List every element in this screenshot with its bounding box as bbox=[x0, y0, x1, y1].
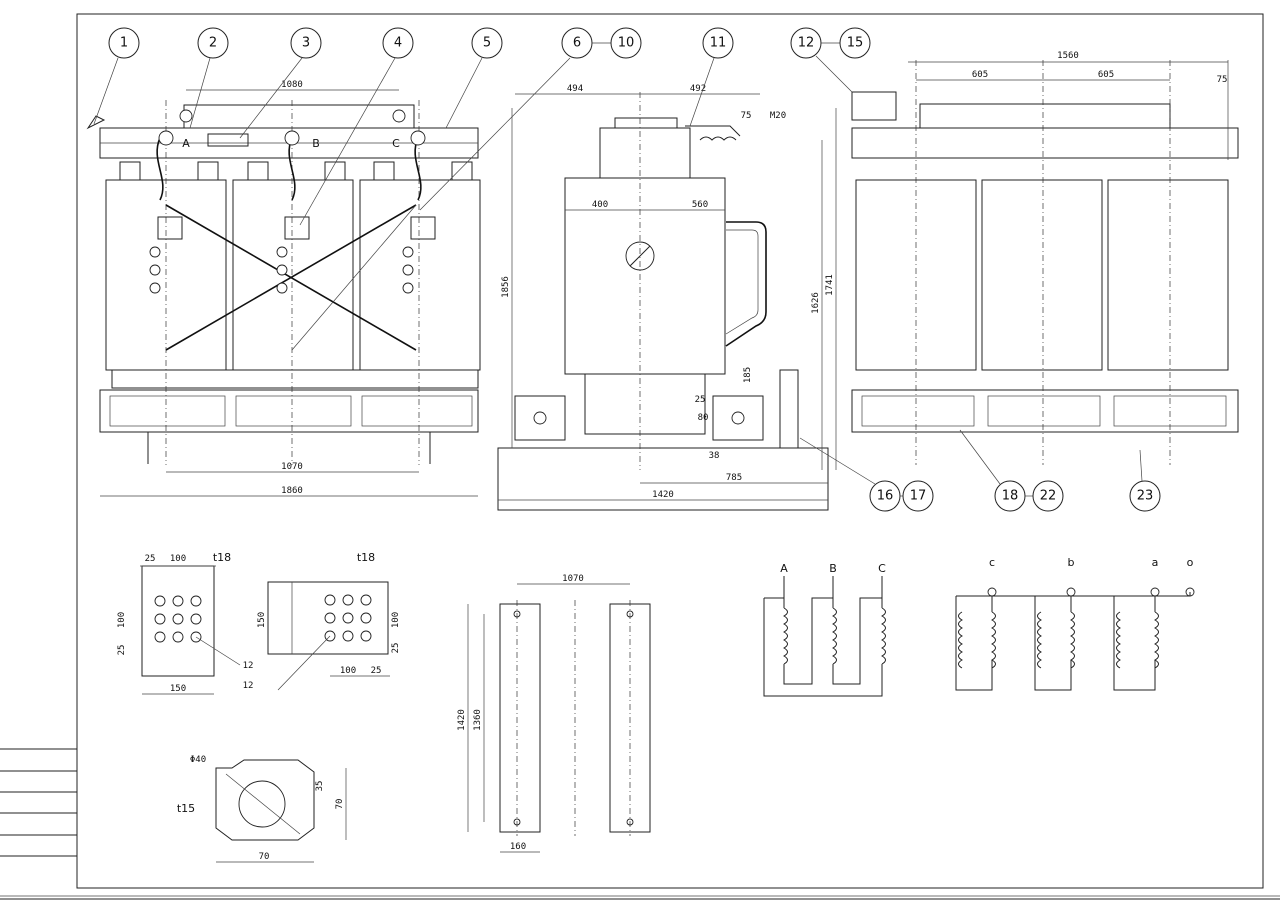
lv-terminal-o: o bbox=[1187, 556, 1194, 569]
dim-rear-1560: 1560 bbox=[1057, 51, 1079, 61]
callout-1: 1 bbox=[120, 36, 128, 51]
plate2-dim-12: 12 bbox=[243, 681, 254, 691]
callouts: 1 2 3 4 5 6 10 11 12 15 16 17 18 22 23 bbox=[93, 27, 1161, 512]
plate1-dim-100v: 100 bbox=[117, 612, 127, 628]
callout-2: 2 bbox=[209, 36, 217, 51]
dim-side-m20: M20 bbox=[770, 111, 786, 121]
dim-rear-75: 75 bbox=[1217, 75, 1228, 85]
dim-front-top: 1080 bbox=[281, 80, 303, 90]
hv-terminal-b: B bbox=[829, 562, 837, 575]
dim-side-1420: 1420 bbox=[652, 490, 674, 500]
dim-side-75: 75 bbox=[741, 111, 752, 121]
lv-winding-schematic: c b a o bbox=[955, 556, 1195, 691]
plate2-dim-150: 150 bbox=[257, 612, 267, 628]
callout-18: 18 bbox=[1002, 489, 1019, 504]
side-view: 494 492 75 M20 400 560 1856 1626 1741 18… bbox=[497, 84, 837, 511]
callout-23: 23 bbox=[1137, 489, 1154, 504]
dim-rear-605-b: 605 bbox=[1098, 70, 1114, 80]
callout-3: 3 bbox=[302, 36, 310, 51]
plate1-thickness: t18 bbox=[213, 551, 231, 564]
callout-4: 4 bbox=[394, 36, 402, 51]
plate2-dim-25v: 25 bbox=[391, 643, 401, 654]
plate1-dim-150: 150 bbox=[170, 684, 186, 694]
dim-side-785: 785 bbox=[726, 473, 742, 483]
lv-terminal-a: a bbox=[1152, 556, 1159, 569]
pad-dim-35: 35 bbox=[315, 781, 325, 792]
dim-side-492: 492 bbox=[690, 84, 706, 94]
callout-12: 12 bbox=[798, 36, 815, 51]
callout-15: 15 bbox=[847, 36, 864, 51]
callout-17: 17 bbox=[910, 489, 927, 504]
pad-dim-70v: 70 bbox=[335, 799, 345, 810]
lv-terminal-b: b bbox=[1068, 556, 1075, 569]
dim-side-1856: 1856 bbox=[501, 276, 511, 298]
plate2-dim-25: 25 bbox=[371, 666, 382, 676]
dim-side-400: 400 bbox=[592, 200, 608, 210]
phase-mark-c: C bbox=[392, 137, 400, 150]
pad-thickness: t15 bbox=[177, 802, 195, 815]
callout-11: 11 bbox=[710, 36, 727, 51]
dim-rear-605-a: 605 bbox=[972, 70, 988, 80]
rails-dim-1360: 1360 bbox=[473, 709, 483, 731]
callout-16: 16 bbox=[877, 489, 894, 504]
dim-side-1741: 1741 bbox=[825, 274, 835, 296]
callout-10: 10 bbox=[618, 36, 635, 51]
plate2-thickness: t18 bbox=[357, 551, 375, 564]
rear-view: 1560 605 605 75 bbox=[851, 51, 1239, 465]
phase-mark-b: B bbox=[312, 137, 320, 150]
dim-side-25: 25 bbox=[695, 395, 706, 405]
rating-plate-icon bbox=[851, 91, 897, 121]
rails-dim-1070: 1070 bbox=[562, 574, 584, 584]
dim-side-185: 185 bbox=[743, 367, 753, 383]
phase-mark-a: A bbox=[182, 137, 190, 150]
base-rails: 1070 1420 1360 160 bbox=[457, 574, 651, 853]
callout-22: 22 bbox=[1040, 489, 1057, 504]
dim-side-38: 38 bbox=[709, 451, 720, 461]
pad-dim-70: 70 bbox=[259, 852, 270, 862]
plate1-dim-25: 25 bbox=[145, 554, 156, 564]
terminal-plate-1: 25 100 t18 100 25 150 12 bbox=[117, 551, 254, 695]
lv-terminal-c: c bbox=[989, 556, 995, 569]
plate1-dim-25v: 25 bbox=[117, 645, 127, 656]
pad-phi40: Φ40 bbox=[190, 755, 206, 765]
callout-6: 6 bbox=[573, 36, 581, 51]
rails-dim-160: 160 bbox=[510, 842, 526, 852]
dim-front-1860: 1860 bbox=[281, 486, 303, 496]
plate2-dim-100: 100 bbox=[340, 666, 356, 676]
mounting-pad: Φ40 t15 35 70 70 bbox=[177, 755, 347, 863]
front-view: A B C 1080 1070 1860 bbox=[86, 80, 481, 497]
terminal-plate-2: t18 150 100 25 100 25 12 bbox=[243, 551, 401, 691]
plate1-dim-12: 12 bbox=[243, 661, 254, 671]
dim-front-1070: 1070 bbox=[281, 462, 303, 472]
dim-side-1626: 1626 bbox=[811, 292, 821, 314]
rails-dim-1420: 1420 bbox=[457, 709, 467, 731]
callout-5: 5 bbox=[483, 36, 491, 51]
drawing-frame bbox=[0, 13, 1280, 900]
hv-terminal-c: C bbox=[878, 562, 886, 575]
dim-side-80: 80 bbox=[698, 413, 709, 423]
plate1-dim-100: 100 bbox=[170, 554, 186, 564]
hv-terminal-a: A bbox=[780, 562, 788, 575]
dim-side-560: 560 bbox=[692, 200, 708, 210]
hv-winding-schematic: A B C bbox=[763, 562, 886, 697]
plate2-dim-100v: 100 bbox=[391, 612, 401, 628]
nameplate-icon bbox=[207, 133, 249, 147]
dim-side-494: 494 bbox=[567, 84, 583, 94]
